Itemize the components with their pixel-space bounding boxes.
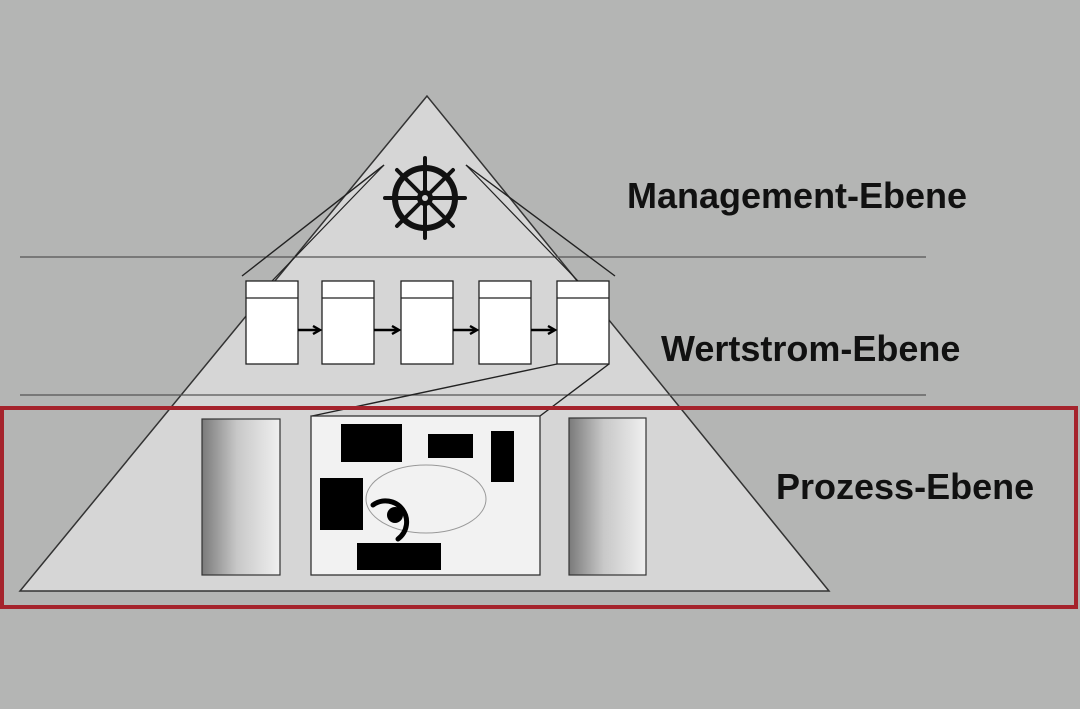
machine-4 xyxy=(320,478,363,530)
zoom-line-left xyxy=(241,164,385,277)
process-box-5 xyxy=(556,280,610,365)
machine-1 xyxy=(341,424,402,462)
material-flow-path xyxy=(365,464,487,534)
value-stream xyxy=(245,280,610,365)
process-box-2 xyxy=(321,280,375,365)
prozess-highlight-frame xyxy=(0,406,1078,609)
process-box-4 xyxy=(478,280,532,365)
zoom-line-right-inner xyxy=(465,164,579,282)
machine-5 xyxy=(357,543,441,570)
zoom-line-right xyxy=(465,164,616,277)
ship-wheel-icon xyxy=(383,156,467,240)
machine-2 xyxy=(428,434,473,458)
shelf-right xyxy=(568,417,647,576)
machine-3 xyxy=(491,431,514,482)
shop-floor-layout xyxy=(310,415,541,576)
operator-icon xyxy=(370,498,410,542)
zoom-line-left-inner xyxy=(271,164,385,282)
label-wertstrom-level: Wertstrom-Ebene xyxy=(661,328,961,369)
label-management-level: Management-Ebene xyxy=(627,175,968,216)
process-box-3 xyxy=(400,280,454,365)
label-prozess-level: Prozess-Ebene xyxy=(776,466,1035,507)
process-box-1 xyxy=(245,280,299,365)
shelf-left xyxy=(201,418,281,576)
